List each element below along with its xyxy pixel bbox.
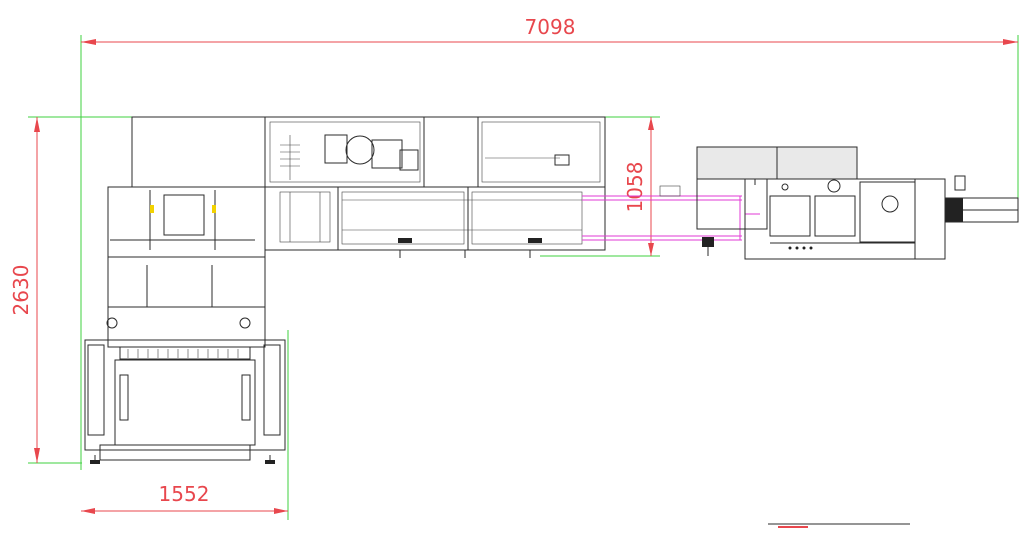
right-indicator-dots xyxy=(788,246,813,250)
right-chamber-2 xyxy=(814,195,856,237)
lower-foot-right xyxy=(265,460,275,464)
lower-brush-bar xyxy=(119,346,251,360)
right-hood-1 xyxy=(696,146,778,180)
tower-box xyxy=(163,194,205,236)
tower-marker-1 xyxy=(150,205,154,213)
arrowhead-lower-right xyxy=(274,508,288,514)
dimension-lower-width: 1552 xyxy=(81,330,289,520)
foot-2 xyxy=(528,238,542,243)
control-panel-left xyxy=(269,121,421,183)
upper-height-label: 1058 xyxy=(623,162,647,213)
guide-rails xyxy=(582,185,760,241)
arrowhead-lower-left xyxy=(81,508,95,514)
dimension-overall-height: 2630 xyxy=(9,116,132,464)
tower-middle-frame xyxy=(107,256,266,308)
upper-frame-outline xyxy=(131,116,606,188)
dimension-overall-width: 7098 xyxy=(80,15,1019,470)
left-cylinder xyxy=(87,344,105,436)
right-foot-1 xyxy=(702,237,714,247)
right-cylinder xyxy=(263,344,281,436)
right-hood-2 xyxy=(776,146,858,180)
drive-unit xyxy=(399,149,419,171)
control-panel-right xyxy=(481,121,601,183)
right-side-column xyxy=(914,178,946,260)
right-machine xyxy=(696,146,1019,260)
right-pin xyxy=(781,183,789,191)
conveyor-body xyxy=(264,186,606,251)
left-tower xyxy=(107,186,266,320)
gearbox xyxy=(371,139,403,169)
conveyor-module-left xyxy=(341,191,465,245)
outfeed-coil xyxy=(945,198,963,222)
conveyor-module-right xyxy=(471,191,583,245)
dimension-upper-height: 1058 xyxy=(540,116,660,257)
arrowhead-upper-top xyxy=(648,117,654,130)
sensor-block xyxy=(554,154,570,166)
tower-marker-2 xyxy=(212,205,216,213)
roller-knob-left xyxy=(106,317,118,329)
foot-1 xyxy=(398,238,412,243)
right-lower-1 xyxy=(696,178,768,230)
brush-teeth xyxy=(127,349,239,358)
motor-wheel xyxy=(345,135,375,165)
right-gear-1 xyxy=(827,179,841,193)
arrowhead-top xyxy=(34,117,40,132)
infeed-frame xyxy=(279,191,331,243)
overall-width-label: 7098 xyxy=(525,15,576,39)
guide-bracket xyxy=(659,185,681,197)
lower-width-label: 1552 xyxy=(159,482,210,506)
arrowhead-left xyxy=(81,39,96,45)
right-gear-2 xyxy=(881,195,899,213)
lower-side-plate-right xyxy=(241,374,251,421)
lower-inner-frame xyxy=(114,359,256,446)
lower-side-plate-left xyxy=(119,374,129,421)
arrowhead-upper-bottom xyxy=(648,243,654,256)
outfeed-bracket xyxy=(954,175,966,191)
arrowhead-right xyxy=(1003,39,1018,45)
arrowhead-bottom xyxy=(34,448,40,463)
roller-knob-right xyxy=(239,317,251,329)
title-block-fragment xyxy=(768,523,910,528)
right-chamber-1 xyxy=(769,195,811,237)
motor-housing xyxy=(324,134,348,164)
overall-height-label: 2630 xyxy=(9,265,33,316)
tower-upper-frame xyxy=(107,186,266,258)
lower-base-plate xyxy=(99,444,251,461)
lower-unit xyxy=(84,306,286,464)
lower-foot-left xyxy=(90,460,100,464)
